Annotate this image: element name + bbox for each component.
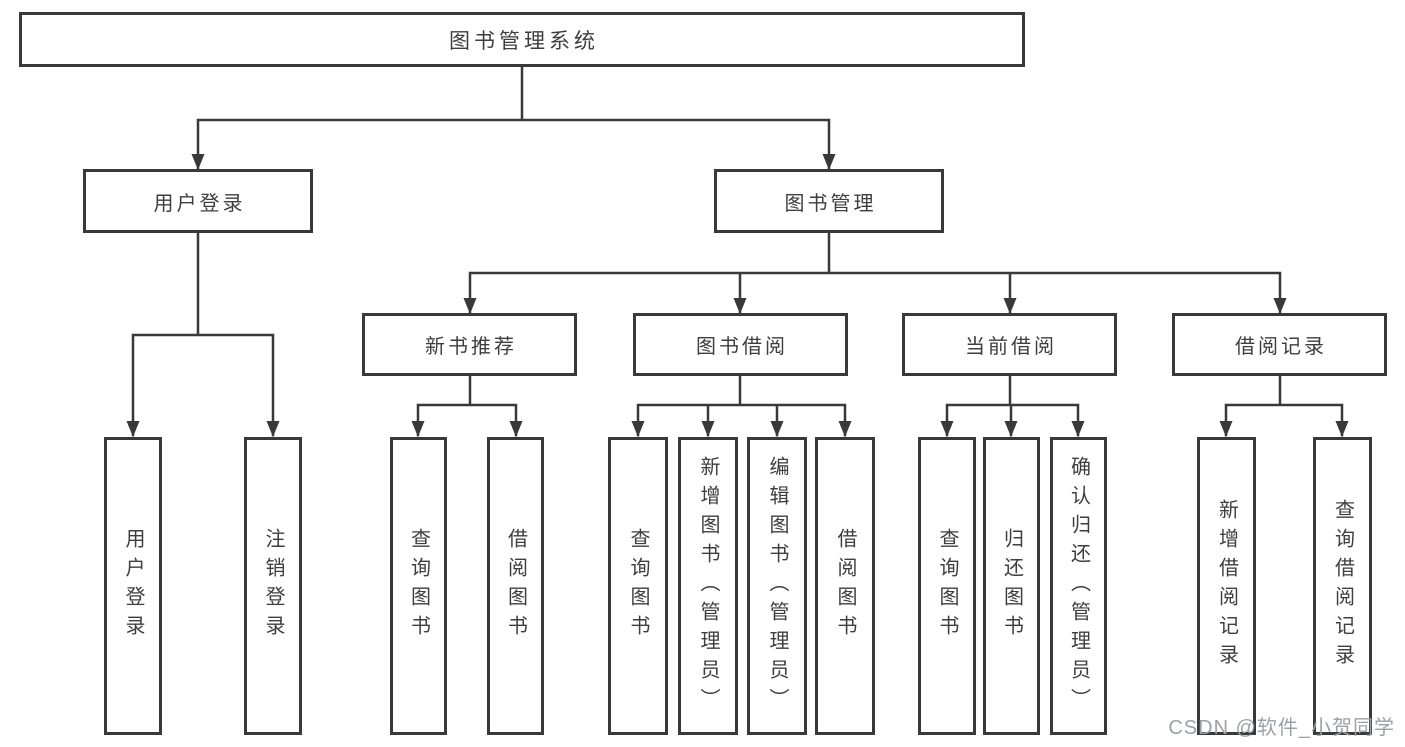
node-current-borrow-label: 当前借阅 <box>965 336 1057 358</box>
leaf-query-borrow-record: 查询借阅记录 <box>1313 437 1372 735</box>
leaf-query-books-borrow: 查询图书 <box>608 437 668 735</box>
arrowhead-icon <box>822 154 836 170</box>
leaf-logout-label: 注销登录 <box>262 528 284 644</box>
arrowhead-icon <box>1335 421 1349 437</box>
leaf-add-borrow-record: 新增借阅记录 <box>1197 437 1256 735</box>
arrowhead-icon <box>126 421 140 437</box>
connector-current-to-leaves <box>945 374 1080 437</box>
connector-bookmgmt-to-level3 <box>468 231 1282 314</box>
arrowhead-icon <box>1004 421 1018 437</box>
leaf-return-books: 归还图书 <box>983 437 1040 735</box>
node-user-login: 用户登录 <box>83 169 313 233</box>
leaf-borrow-books-recommend: 借阅图书 <box>487 437 544 735</box>
node-current-borrow: 当前借阅 <box>902 313 1117 376</box>
leaf-query-books-recommend-label: 查询图书 <box>407 528 430 644</box>
leaf-user-login: 用户登录 <box>104 437 162 735</box>
arrowhead-icon <box>1273 298 1287 314</box>
connector-userlogin-to-leaves <box>131 231 275 437</box>
leaf-add-books-admin: 新增图书（管理员） <box>678 437 738 735</box>
connector-records-to-leaves <box>1224 374 1344 437</box>
node-user-login-label: 用户登录 <box>153 192 246 215</box>
leaf-borrow-books-label: 借阅图书 <box>834 528 856 644</box>
leaf-return-books-label: 归还图书 <box>1000 528 1023 644</box>
leaf-query-books-current: 查询图书 <box>918 437 976 735</box>
connector-root-to-level2 <box>196 65 831 170</box>
node-book-borrow: 图书借阅 <box>633 313 848 376</box>
connector-borrow-to-leaves <box>636 374 847 437</box>
node-root: 图书管理系统 <box>19 12 1025 67</box>
leaf-confirm-return-admin: 确认归还（管理员） <box>1050 437 1107 735</box>
node-borrow-records-label: 借阅记录 <box>1235 336 1327 358</box>
arrowhead-icon <box>701 421 715 437</box>
arrowhead-icon <box>463 298 477 314</box>
leaf-confirm-return-admin-label: 确认归还（管理员） <box>1067 455 1090 717</box>
watermark: CSDN @软件_小贺同学 <box>1168 717 1395 739</box>
node-root-label: 图书管理系统 <box>449 29 599 53</box>
leaf-query-borrow-record-label: 查询借阅记录 <box>1331 499 1354 673</box>
node-new-book-recommend: 新书推荐 <box>362 313 577 376</box>
leaf-edit-books-admin-label: 编辑图书（管理员） <box>766 455 788 717</box>
arrowhead-icon <box>411 421 425 437</box>
leaf-borrow-books: 借阅图书 <box>815 437 875 735</box>
arrowhead-icon <box>733 298 747 314</box>
node-new-book-recommend-label: 新书推荐 <box>425 336 517 358</box>
leaf-add-books-admin-label: 新增图书（管理员） <box>697 455 719 717</box>
node-book-management-label: 图书管理 <box>784 192 877 215</box>
arrowhead-icon <box>940 421 954 437</box>
arrowhead-icon <box>1219 421 1233 437</box>
node-book-management: 图书管理 <box>714 169 944 233</box>
node-book-borrow-label: 图书借阅 <box>696 336 788 358</box>
connector-recommend-to-leaves <box>416 374 518 437</box>
arrowhead-icon <box>1003 298 1017 314</box>
leaf-logout: 注销登录 <box>244 437 302 735</box>
arrowhead-icon <box>838 421 852 437</box>
arrowhead-icon <box>1071 421 1085 437</box>
leaf-user-login-label: 用户登录 <box>122 528 144 644</box>
leaf-edit-books-admin: 编辑图书（管理员） <box>747 437 807 735</box>
leaf-query-books-current-label: 查询图书 <box>936 528 958 644</box>
arrowhead-icon <box>266 421 280 437</box>
arrowhead-icon <box>509 421 523 437</box>
leaf-add-borrow-record-label: 新增借阅记录 <box>1215 499 1238 673</box>
arrowhead-icon <box>631 421 645 437</box>
leaf-borrow-books-recommend-label: 借阅图书 <box>504 528 527 644</box>
leaf-query-books-borrow-label: 查询图书 <box>627 528 649 644</box>
arrowhead-icon <box>191 154 205 170</box>
arrowhead-icon <box>770 421 784 437</box>
node-borrow-records: 借阅记录 <box>1172 313 1387 376</box>
leaf-query-books-recommend: 查询图书 <box>390 437 447 735</box>
